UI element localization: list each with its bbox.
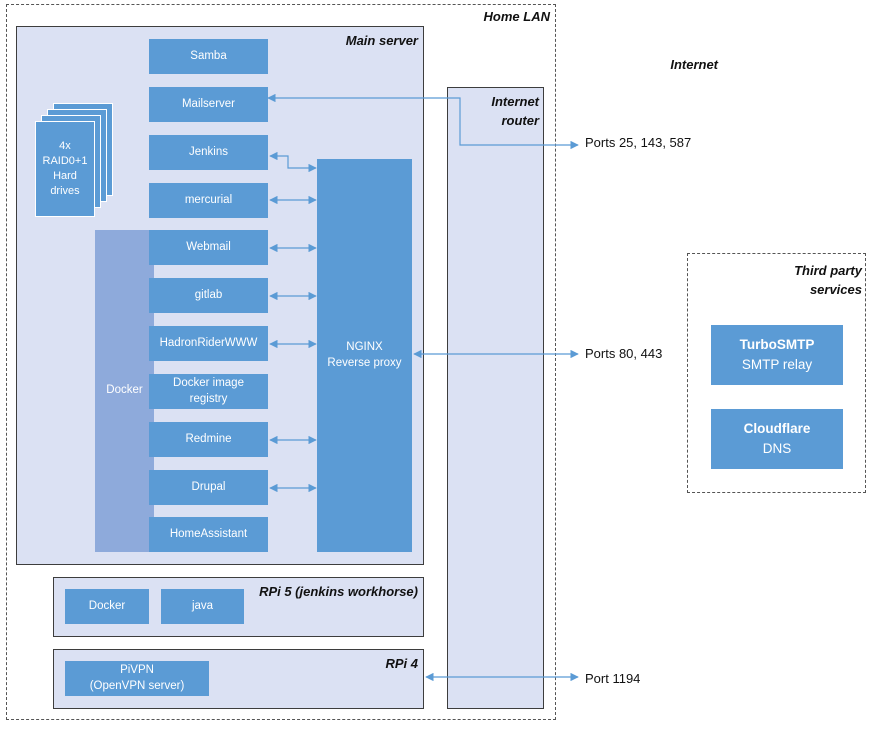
nginx-reverse-proxy[interactable]: NGINX Reverse proxy (317, 159, 412, 552)
cloudflare-name: Cloudflare (743, 421, 811, 437)
cloudflare-box[interactable]: Cloudflare DNS (711, 409, 843, 469)
docker-label: Docker (106, 384, 143, 396)
rpi5-title: RPi 5 (jenkins workhorse) (259, 584, 418, 599)
service-samba[interactable]: Samba (149, 39, 268, 74)
port-label-mail: Ports 25, 143, 587 (585, 135, 692, 150)
cloudflare-desc: DNS (762, 441, 792, 456)
turbosmtp-name: TurboSMTP (739, 337, 815, 353)
third-party-zone (687, 253, 866, 493)
service-gitlab[interactable]: gitlab (149, 278, 268, 313)
main-server-title: Main server (345, 33, 418, 48)
docker-band (95, 230, 154, 552)
port-label-vpn: Port 1194 (585, 671, 641, 686)
service-redmine[interactable]: Redmine (149, 422, 268, 457)
third-party-label: Third party services (794, 263, 862, 297)
rpi5-java[interactable]: java (161, 589, 244, 624)
home-lan-zone (6, 4, 556, 720)
service-mailserver[interactable]: Mailserver (149, 87, 268, 122)
rpi4-title: RPi 4 (385, 656, 418, 671)
internet-label: Internet (670, 57, 718, 72)
port-label-web: Ports 80, 443 (585, 346, 663, 361)
rpi5-docker[interactable]: Docker (65, 589, 149, 624)
turbosmtp-box[interactable]: TurboSMTP SMTP relay (711, 325, 843, 385)
service-jenkins[interactable]: Jenkins (149, 135, 268, 170)
raid-drives: 4x RAID0+1 Hard drives (35, 121, 95, 217)
turbosmtp-desc: SMTP relay (741, 357, 813, 372)
home-lan-label: Home LAN (483, 9, 550, 24)
service-webmail[interactable]: Webmail (149, 230, 268, 265)
service-docker-registry[interactable]: Docker image registry (149, 374, 268, 409)
jenkins-connector (269, 151, 317, 173)
mail-connector (267, 93, 579, 150)
service-drupal[interactable]: Drupal (149, 470, 268, 505)
pivpn-server[interactable]: PiVPN (OpenVPN server) (65, 661, 209, 696)
service-hadronriderwww[interactable]: HadronRiderWWW (149, 326, 268, 361)
internet-router (447, 87, 544, 709)
service-mercurial[interactable]: mercurial (149, 183, 268, 218)
service-homeassistant[interactable]: HomeAssistant (149, 517, 268, 552)
